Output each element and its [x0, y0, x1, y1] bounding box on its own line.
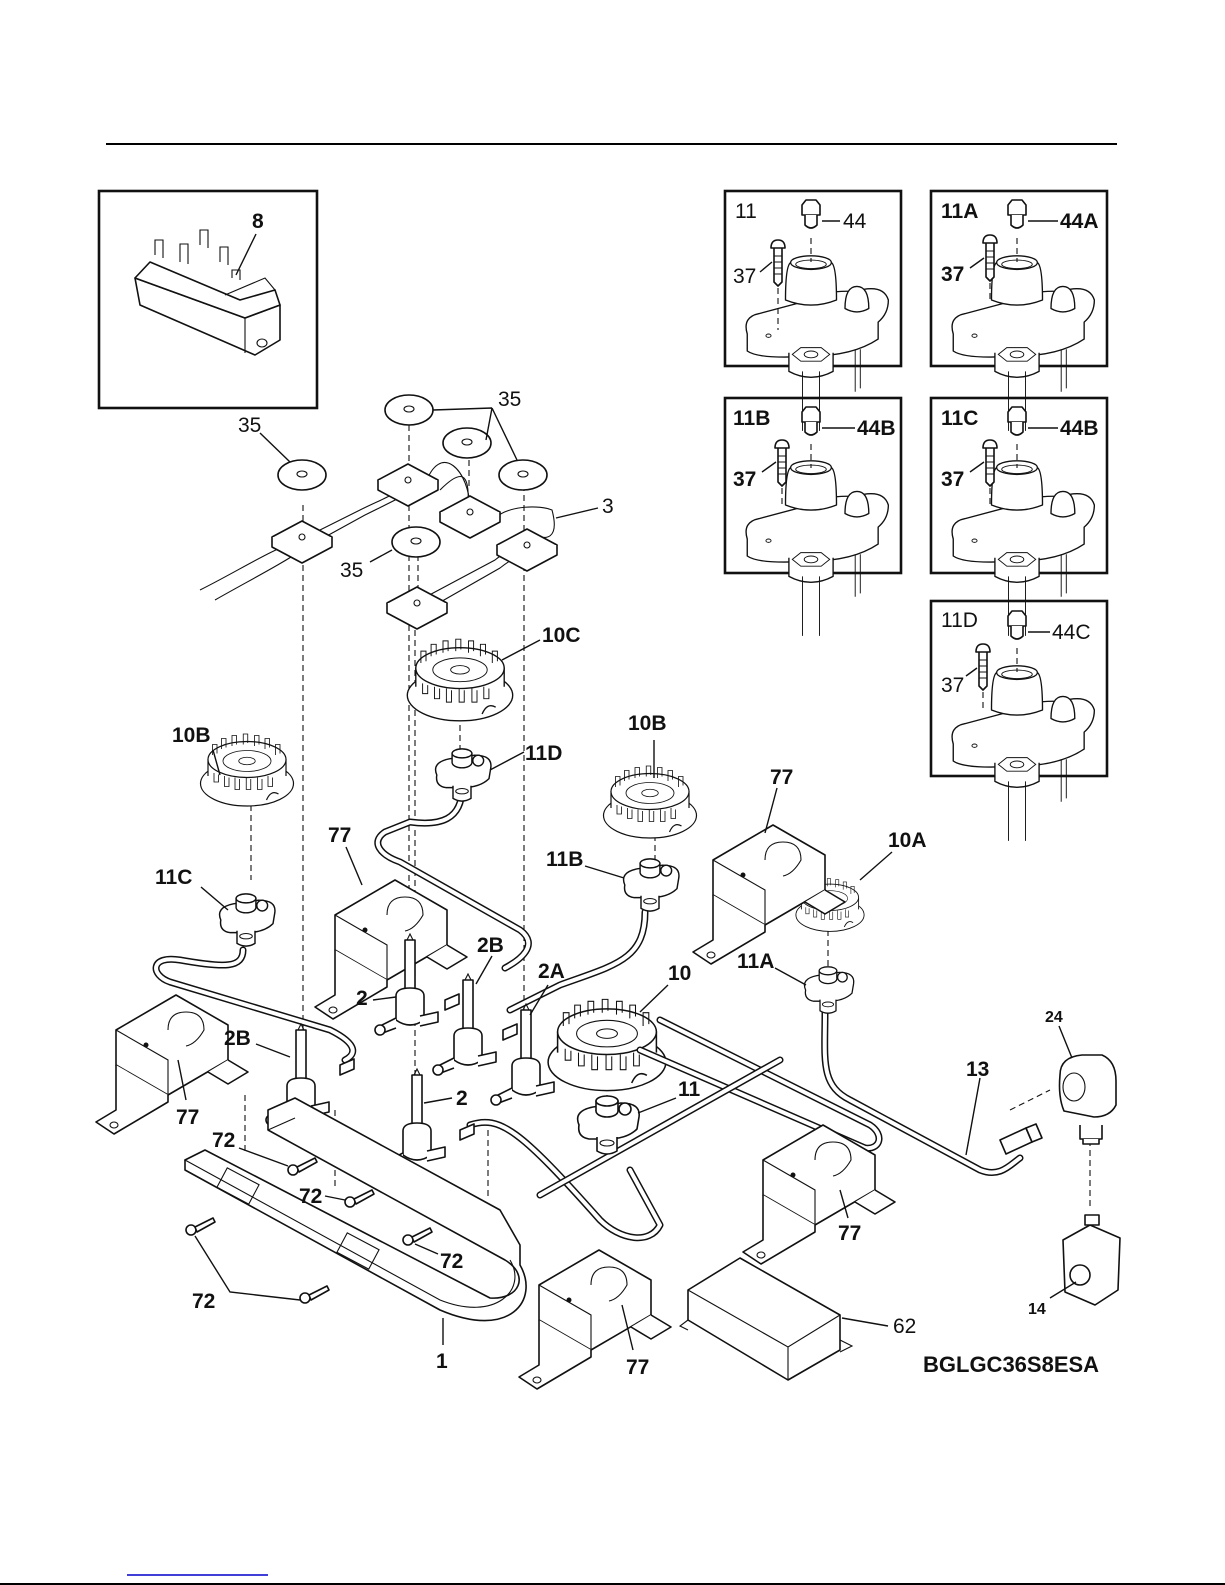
callout-10: 10: [668, 962, 691, 985]
orifice-holder-11A: 11A: [737, 950, 855, 1014]
callout-44C: 44C: [1052, 621, 1091, 644]
callout-1: 1: [436, 1350, 448, 1373]
inset-title-11A: 11A: [941, 200, 978, 223]
elbow-fitting: 24: [1045, 1009, 1117, 1145]
callout-37: 37: [941, 674, 964, 697]
inset-orifice-11: 11 44 37: [723, 189, 903, 432]
inset-title-11: 11: [735, 200, 757, 223]
burner-head-10C: 10C: [406, 624, 581, 722]
callout-24: 24: [1045, 1009, 1063, 1026]
callout-37: 37: [941, 468, 964, 491]
callout-72: 72: [299, 1185, 322, 1208]
burner-head-10: 10: [547, 962, 691, 1092]
callout-77: 77: [770, 766, 793, 789]
inset-orifice-11D: 11D 44C 37: [929, 599, 1109, 842]
callout-37: 37: [941, 263, 964, 286]
manifold: 1: [183, 1097, 527, 1373]
callout-2B: 2B: [224, 1027, 251, 1050]
callout-72: 72: [192, 1290, 215, 1313]
valve-2-upper: 2: [356, 933, 439, 1036]
orifice-holder-11C: 11C: [155, 866, 276, 947]
callout-11D: 11D: [525, 742, 562, 765]
callout-35-left: 35: [238, 414, 261, 437]
inset-title-11B: 11B: [733, 407, 770, 430]
model-number: BGLGC36S8ESA: [923, 1352, 1099, 1377]
valve-2-lower: 2: [381, 1068, 475, 1171]
callout-77: 77: [626, 1356, 649, 1379]
bracket-77-right-top: 77: [692, 766, 846, 965]
callout-11C: 11C: [155, 866, 192, 889]
switch-harness: [199, 462, 558, 630]
orifice-holder-11B: 11B: [546, 848, 680, 912]
callout-44: 44: [843, 210, 867, 233]
callout-14: 14: [1028, 1301, 1046, 1318]
callout-13: 13: [966, 1058, 989, 1081]
regulator: 14: [1028, 1214, 1121, 1318]
callout-2: 2: [456, 1087, 468, 1110]
orifice-holder-11: 11: [576, 1078, 701, 1155]
callout-44B: 44B: [857, 417, 896, 440]
callout-11: 11: [678, 1078, 701, 1101]
callout-11A: 11A: [737, 950, 774, 973]
burner-head-10A: 10A: [795, 829, 927, 932]
screws-72: 72 72 72 72: [185, 1129, 463, 1313]
bracket-77-bottom: 77: [518, 1249, 672, 1390]
callout-10C: 10C: [542, 624, 581, 647]
callout-72: 72: [440, 1250, 463, 1273]
callout-2A: 2A: [538, 960, 565, 983]
callout-10B: 10B: [172, 724, 211, 747]
leader-8: [235, 233, 257, 276]
callout-35-group: 35: [498, 388, 521, 411]
callout-44B: 44B: [1060, 417, 1099, 440]
switch-callouts: 35 35 35 3: [238, 388, 614, 582]
callout-35-lower: 35: [340, 559, 363, 582]
burner-head-10B-right: 10B: [602, 712, 698, 839]
callout-44A: 44A: [1060, 210, 1099, 233]
bracket-77-center: 77: [314, 824, 468, 1020]
callout-37: 37: [733, 468, 756, 491]
gas-tubes: [152, 784, 1024, 1242]
callout-62: 62: [893, 1315, 916, 1338]
valve-2A: 2A: [490, 960, 565, 1106]
cover: 62: [678, 1257, 916, 1381]
callout-10B: 10B: [628, 712, 667, 735]
spark-module-drawing: [134, 229, 281, 356]
burner-head-10B-left: 10B: [172, 724, 295, 807]
callout-10A: 10A: [888, 829, 927, 852]
callout-37: 37: [733, 265, 756, 288]
inset-frame: [97, 189, 319, 410]
bracket-77-left: 77: [95, 994, 249, 1135]
valve-2B-left: 2B: [224, 1023, 355, 1126]
callout-11B: 11B: [546, 848, 583, 871]
callout-72: 72: [212, 1129, 235, 1152]
inset-title-11C: 11C: [941, 407, 978, 430]
callout-2B: 2B: [477, 934, 504, 957]
valve-2B-center: 2B: [432, 934, 504, 1076]
supply-tube: 13: [965, 1058, 1043, 1156]
inset-orifice-11A: 11A 44A 37: [929, 189, 1109, 432]
callout-77: 77: [838, 1222, 861, 1245]
orifice-holder-11D: 11D: [434, 742, 562, 802]
callout-8: 8: [252, 210, 264, 233]
inset-orifice-11C: 11C 44B 37: [929, 396, 1109, 637]
inset-orifice-11B: 11B 44B 37: [723, 396, 903, 637]
callout-3: 3: [602, 495, 614, 518]
callout-77: 77: [176, 1106, 199, 1129]
inset-title-11D: 11D: [941, 609, 978, 632]
bracket-77-right-bottom: 77: [742, 1124, 896, 1265]
callout-77: 77: [328, 824, 351, 847]
callout-2: 2: [356, 987, 368, 1010]
inset-spark-module: 8: [97, 189, 319, 410]
